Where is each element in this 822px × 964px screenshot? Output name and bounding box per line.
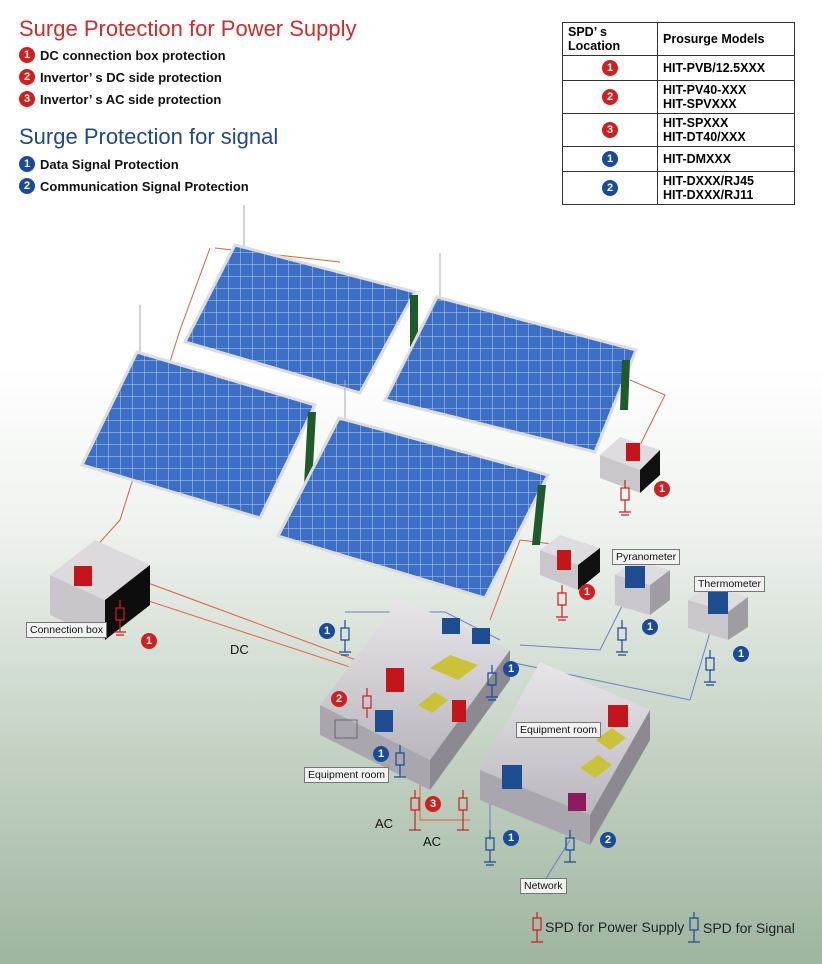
- pyranometer-box: [615, 560, 670, 615]
- model-name: HIT-SPVXXX: [663, 97, 737, 111]
- blue-number-badge: 2: [600, 832, 616, 848]
- blue-number-badge: 1: [642, 619, 658, 635]
- power-section-title: Surge Protection for Power Supply: [19, 16, 357, 41]
- model-name: HIT-DT40/XXX: [663, 130, 746, 144]
- solar-panel: [382, 253, 639, 454]
- legend-label: DC connection box protection: [40, 47, 226, 63]
- red-number-badge: 3: [19, 91, 35, 107]
- spd-power-legend-label: SPD for Power Supply: [545, 919, 685, 935]
- model-name: HIT-PV40-XXX: [663, 83, 747, 97]
- power-legend-item-3: 3 Invertor’ s AC side protection: [19, 91, 221, 107]
- equipment-room-2: [480, 662, 650, 845]
- blue-number-badge: 1: [733, 646, 749, 662]
- model-name: HIT-SPXXX: [663, 116, 729, 130]
- blue-number-badge: 1: [373, 746, 389, 762]
- model-name: HIT-DXXX/RJ45: [663, 174, 755, 188]
- red-number-badge: 2: [331, 691, 347, 707]
- signal-section-title: Surge Protection for signal: [19, 124, 279, 149]
- model-name: HIT-DXXX/RJ11: [663, 188, 754, 202]
- equipment-room-label: Equipment room: [304, 767, 390, 783]
- thermometer-label: Thermometer: [694, 576, 766, 592]
- spd-signal-legend-label: SPD for Signal: [703, 920, 795, 936]
- legend-label: Communication Signal Protection: [40, 178, 249, 194]
- combiner-box: [540, 535, 600, 590]
- table-row: 1 HIT-PVB/12.5XXX: [562, 55, 795, 81]
- models-column-header: Prosurge Models: [657, 22, 795, 56]
- blue-number-badge: 1: [602, 151, 618, 167]
- signal-legend-item-2: 2 Communication Signal Protection: [19, 178, 249, 194]
- equipment-room-1: [320, 598, 510, 790]
- red-number-badge: 1: [602, 60, 618, 76]
- red-number-badge: 1: [654, 481, 670, 497]
- model-name: HIT-DMXXX: [663, 152, 732, 166]
- red-number-badge: 3: [425, 796, 441, 812]
- red-number-badge: 2: [19, 69, 35, 85]
- ac-label: AC: [375, 816, 394, 831]
- connection-box-label: Connection box: [26, 622, 107, 638]
- equipment-room-label: Equipment room: [516, 722, 602, 738]
- pyranometer-label: Pyranometer: [612, 549, 681, 565]
- red-number-badge: 1: [141, 633, 157, 649]
- spd-symbol-power: [114, 480, 631, 831]
- ac-label: AC: [423, 834, 442, 849]
- red-number-badge: 1: [19, 47, 35, 63]
- red-number-badge: 1: [579, 584, 595, 600]
- dc-label: DC: [230, 642, 249, 657]
- solar-panel: [275, 380, 551, 600]
- model-name: HIT-PVB/12.5XXX: [663, 61, 766, 75]
- spd-power-legend-icon: [531, 912, 543, 943]
- red-number-badge: 3: [602, 122, 618, 138]
- blue-number-badge: 2: [19, 178, 35, 194]
- network-label: Network: [520, 878, 567, 894]
- red-number-badge: 2: [602, 89, 618, 105]
- blue-number-badge: 1: [503, 661, 519, 677]
- table-header-row: SPD’ s Location Prosurge Models: [562, 22, 795, 56]
- legend-label: Data Signal Protection: [40, 156, 179, 172]
- spd-models-table: SPD’ s Location Prosurge Models 1 HIT-PV…: [562, 22, 795, 205]
- legend-label: Invertor’ s AC side protection: [40, 91, 222, 107]
- power-legend-item-2: 2 Invertor’ s DC side protection: [19, 69, 222, 85]
- blue-number-badge: 1: [503, 830, 519, 846]
- blue-number-badge: 1: [319, 623, 335, 639]
- power-legend-item-1: 1 DC connection box protection: [19, 47, 226, 63]
- spd-signal-legend-icon: [688, 912, 700, 943]
- combiner-box: [600, 437, 660, 493]
- solar-panel: [79, 305, 318, 520]
- blue-number-badge: 2: [602, 180, 618, 196]
- legend-label: Invertor’ s DC side protection: [40, 69, 222, 85]
- solar-panel: [182, 205, 418, 395]
- table-row: 1 HIT-DMXXX: [562, 146, 795, 172]
- blue-number-badge: 1: [19, 156, 35, 172]
- thermometer-box: [688, 585, 748, 640]
- signal-legend-item-1: 1 Data Signal Protection: [19, 156, 179, 172]
- spd-symbol-signal: [339, 620, 716, 866]
- location-column-header: SPD’ s Location: [562, 22, 658, 56]
